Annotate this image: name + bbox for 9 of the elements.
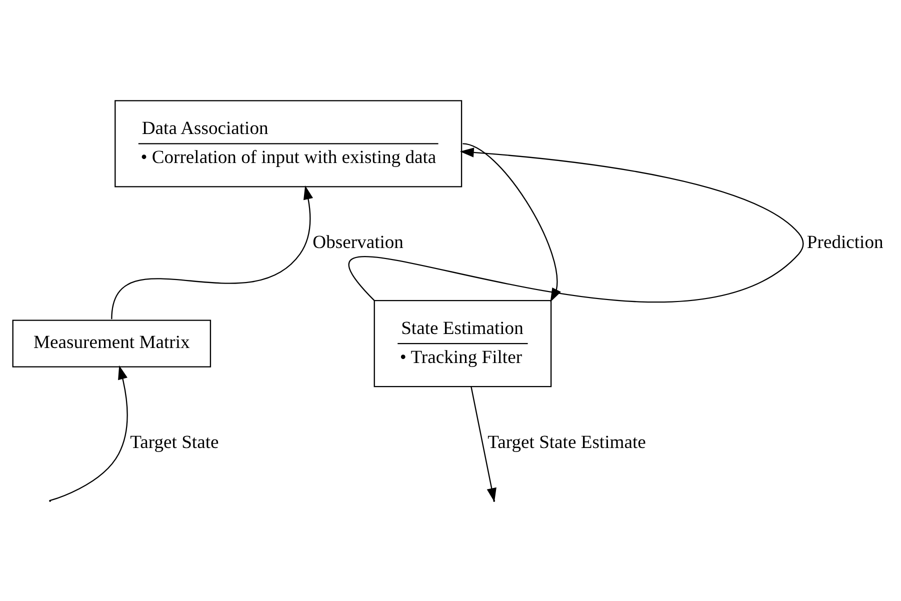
arrow — [50, 364, 128, 501]
node-box: Measurement Matrix — [12, 319, 212, 367]
arrow — [111, 184, 313, 319]
node-box: Data Association • Correlation of input with existing data — [114, 100, 462, 187]
edge-label: Target State — [130, 431, 219, 452]
edge-label: Target State Estimate — [488, 431, 646, 452]
node-box: State Estimation • Tracking Filter — [374, 300, 552, 387]
edge-label: Observation — [312, 232, 404, 253]
edge-label: Prediction — [806, 232, 884, 253]
